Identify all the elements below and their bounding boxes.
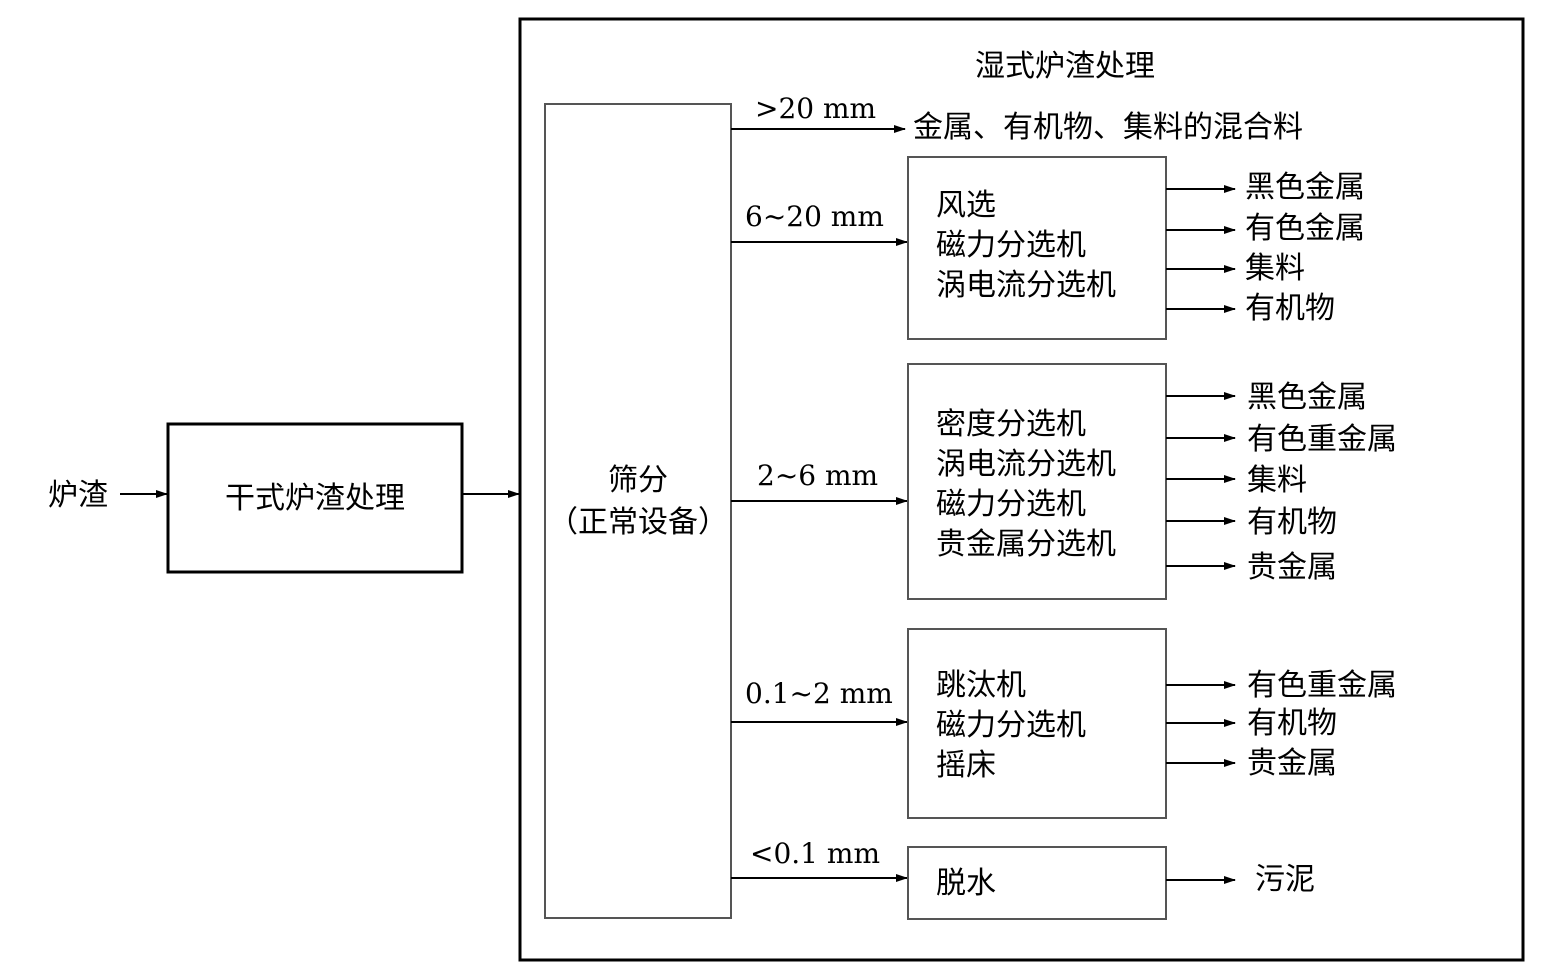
equipment-item: 贵金属分选机 (936, 527, 1116, 562)
equipment-box-2-6 (907, 363, 1167, 600)
equipment-box-0.1-2 (907, 628, 1167, 819)
output-label: 有色重金属 (1247, 668, 1397, 703)
output-label: 有机物 (1247, 706, 1337, 741)
equipment-box-6-20 (907, 156, 1167, 340)
branch-size-lt0.1: <0.1 mm (750, 837, 880, 870)
output-label: 黑色金属 (1247, 380, 1367, 415)
output-label: 污泥 (1255, 862, 1315, 897)
screening-label: 筛分 (608, 463, 668, 498)
output-label: 有机物 (1247, 505, 1337, 540)
branch-size-0.1-2: 0.1~2 mm (745, 677, 893, 710)
wet-treatment-title: 湿式炉渣处理 (975, 49, 1155, 84)
branch-size-2-6: 2~6 mm (757, 459, 878, 492)
equipment-item: 磁力分选机 (936, 487, 1086, 522)
output-label: 贵金属 (1247, 746, 1337, 781)
mixed-material-output: 金属、有机物、集料的混合料 (913, 110, 1303, 145)
output-label: 贵金属 (1247, 550, 1337, 585)
equipment-item: 密度分选机 (936, 407, 1086, 442)
equipment-item: 跳汰机 (936, 668, 1026, 703)
equipment-item: 摇床 (936, 748, 996, 783)
equipment-item: 涡电流分选机 (936, 447, 1116, 482)
dry-treatment-label: 干式炉渣处理 (225, 481, 405, 516)
output-label: 黑色金属 (1245, 170, 1365, 205)
output-label: 集料 (1247, 463, 1307, 498)
output-label: 有机物 (1245, 291, 1335, 326)
equipment-item: 脱水 (936, 866, 996, 901)
input-label: 炉渣 (48, 478, 108, 513)
equipment-item: 磁力分选机 (936, 228, 1086, 263)
branch-size-gt20: >20 mm (755, 92, 876, 125)
dry-treatment-box (166, 422, 464, 574)
screening-sublabel: （正常设备） (548, 505, 728, 540)
equipment-item: 风选 (936, 188, 996, 223)
equipment-item: 磁力分选机 (936, 708, 1086, 743)
output-label: 有色金属 (1245, 211, 1365, 246)
output-label: 集料 (1245, 251, 1305, 286)
output-label: 有色重金属 (1247, 422, 1397, 457)
screening-box (544, 103, 732, 919)
equipment-item: 涡电流分选机 (936, 268, 1116, 303)
branch-size-6-20: 6~20 mm (745, 200, 884, 233)
equipment-box-lt0.1 (907, 846, 1167, 920)
